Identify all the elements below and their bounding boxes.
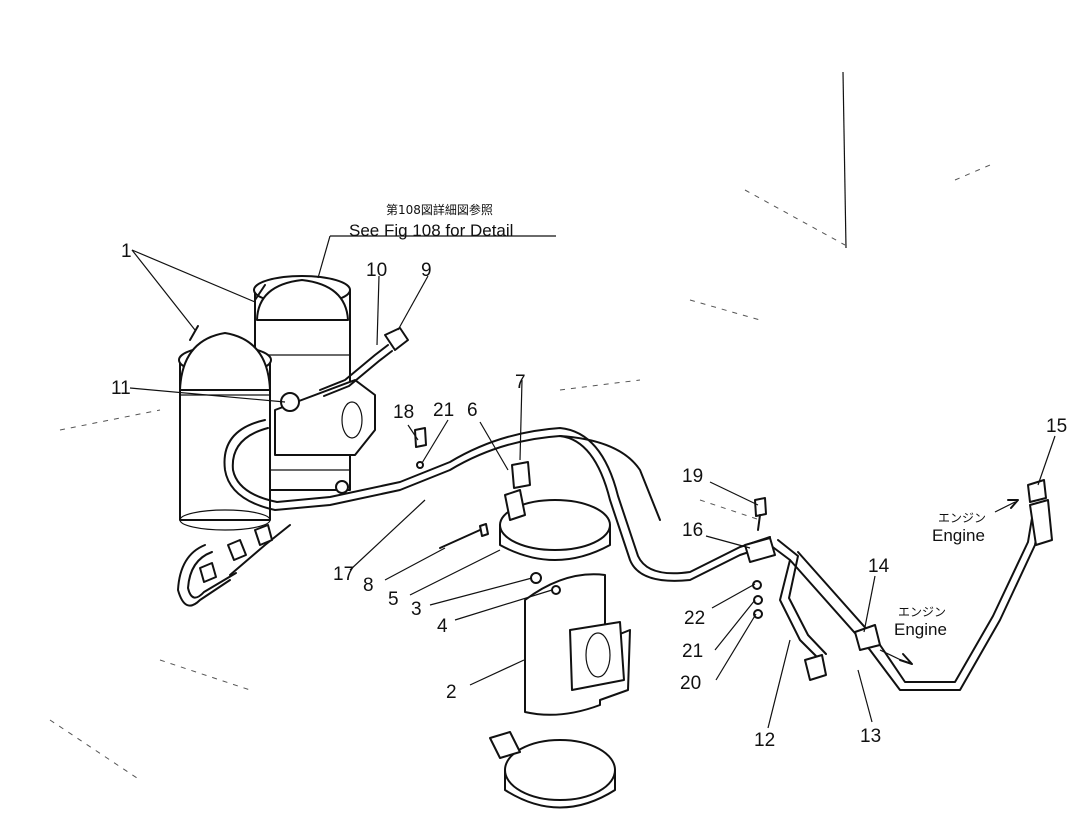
callout-15: 15 [1046,416,1067,437]
callout-2: 2 [446,682,457,703]
callout-17: 17 [333,564,354,585]
callout-21-top: 21 [433,400,454,421]
callout-19: 19 [682,466,703,487]
callout-13: 13 [860,726,881,747]
callout-22: 22 [684,608,705,629]
background-guides [49,71,991,781]
engine-labels: エンジン Engine エンジン Engine [894,511,986,639]
callout-7: 7 [515,372,526,393]
callout-18: 18 [393,402,414,423]
detail-reference-note: 第108図詳細図参照 See Fig 108 for Detail [349,202,513,240]
callout-8: 8 [363,575,374,596]
callout-20: 20 [680,673,701,694]
callout-9: 9 [421,260,432,281]
callout-11: 11 [111,378,131,399]
callout-numbers: 1 2 3 4 5 6 7 8 9 10 11 12 13 14 15 16 1… [111,241,1067,751]
callout-16: 16 [682,520,703,541]
mount-bracket-and-bands [439,461,631,809]
engine-label-en-1: Engine [932,526,985,545]
callout-1: 1 [121,241,132,262]
callout-21-bottom: 21 [682,641,703,662]
hose-10 [319,327,409,397]
engine-label-jp-1: エンジン [938,511,986,525]
callout-3: 3 [411,599,422,620]
leader-lines [129,235,1056,729]
note-jp: 第108図詳細図参照 [386,202,493,217]
callout-12: 12 [754,730,775,751]
air-cleaner-assembly [178,275,376,531]
note-en: See Fig 108 for Detail [349,221,513,240]
callout-10: 10 [366,260,387,281]
engine-label-en-2: Engine [894,620,947,639]
callout-5: 5 [388,589,399,610]
callout-6: 6 [467,400,478,421]
callout-14: 14 [868,556,890,577]
engine-label-jp-2: エンジン [898,605,946,619]
intake-piping [177,419,1053,691]
callout-4: 4 [437,616,448,637]
